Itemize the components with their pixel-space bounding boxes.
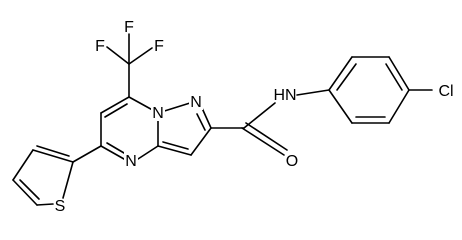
bond-ph-c3-c4 — [388, 56, 410, 91]
atom-bg-n-pyrazole — [189, 93, 203, 110]
bond-c2-c3 — [190, 127, 212, 156]
atom-label-s: S — [55, 198, 66, 215]
bond-c5-n4-inner — [106, 142, 125, 154]
bond-th-c2-c3-inner — [36, 145, 70, 157]
bond-n2-c2-inner — [196, 113, 206, 131]
atom-label-o: O — [286, 153, 298, 170]
atom-label-n-bridge: N — [152, 105, 164, 122]
bond-th-c3-c4 — [12, 149, 34, 181]
atom-bg-n-pyrimidine — [124, 152, 138, 169]
bond-c7-c6-inner — [104, 103, 128, 118]
bond-ph-c4-c5 — [388, 89, 410, 124]
atom-label-nh: HN — [273, 87, 296, 104]
bond-nh-aryl — [296, 89, 330, 96]
bond-c3-c3a — [157, 145, 192, 156]
bond-n2-c2 — [201, 107, 212, 129]
bond-c7-c6 — [100, 96, 130, 114]
bond-c3-c3a-inner — [162, 141, 189, 150]
atom-label-cl: Cl — [438, 83, 453, 100]
atom-labels: F F F N N N HN O Cl S — [55, 19, 454, 215]
molecule-structure: F F F N N N HN O Cl S — [12, 19, 454, 215]
bond-carbonyl-o-a — [241, 127, 285, 156]
bond-th-s-c2 — [62, 161, 74, 199]
bond-set — [12, 33, 433, 206]
atom-label-f3: F — [154, 38, 164, 55]
bond-ph-c6-c1 — [328, 89, 353, 124]
bond-th-c2-c3 — [32, 149, 74, 163]
atom-label-f2: F — [124, 19, 134, 36]
bond-cf3-f3 — [128, 47, 153, 65]
bond-ph-c1-c2-inner — [336, 63, 357, 91]
atom-label-n-pyrazole: N — [190, 94, 202, 111]
bond-th-c4-c5-inner — [19, 179, 40, 200]
bond-carbonyl-nh — [243, 102, 276, 129]
bond-c5-n4 — [100, 145, 125, 160]
bond-carbonyl-o-b — [245, 122, 288, 151]
bond-n4-c3a — [137, 145, 159, 160]
structure-canvas: F F F N N N HN O Cl S — [12, 19, 454, 215]
bond-ph-c3-c4-inner — [385, 63, 403, 91]
atom-label-n-pyrimidine: N — [125, 153, 137, 170]
bond-ph-c1-c2 — [328, 56, 353, 91]
bond-cf3-f1 — [106, 46, 130, 65]
atom-label-f1: F — [95, 38, 105, 55]
bond-th-c5-s — [36, 203, 54, 206]
atom-bg-n-bridge — [151, 104, 165, 121]
bond-c5-thienyl — [72, 145, 102, 163]
bond-th-c4-c5 — [12, 179, 38, 206]
